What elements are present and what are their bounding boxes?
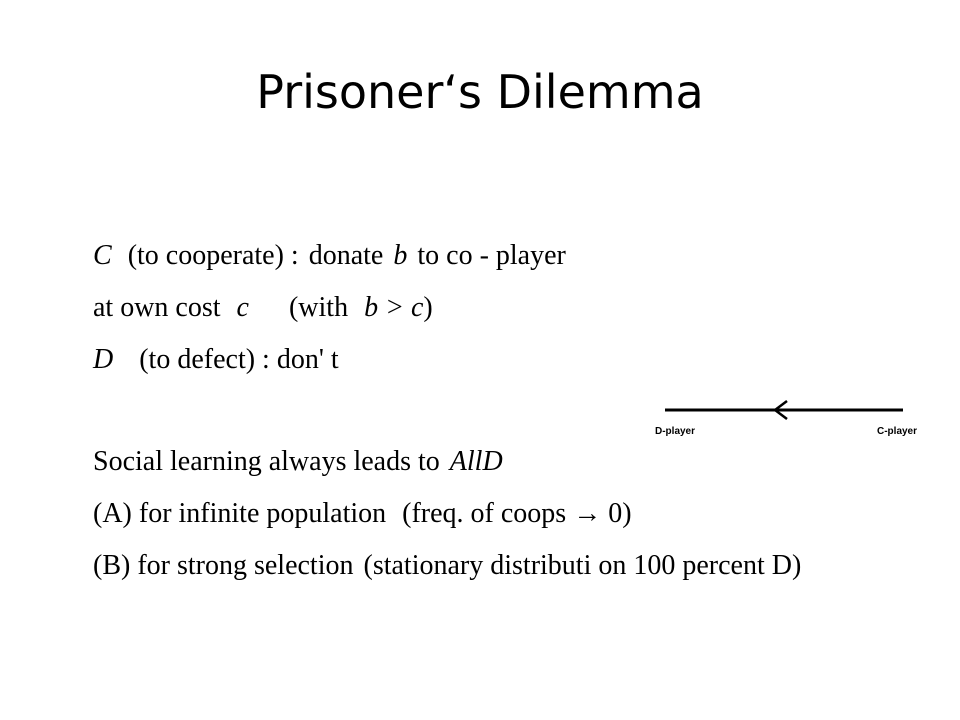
text-case-b: (B) for strong selection bbox=[93, 550, 354, 581]
symbol-d: D bbox=[93, 344, 114, 375]
text-donate: donate bbox=[308, 240, 384, 271]
line-infinite-population: (A) for infinite population (freq. of coo… bbox=[93, 494, 632, 534]
inequality-b-gt-c: b > c bbox=[364, 292, 424, 323]
text-social-learning: Social learning always leads to bbox=[93, 446, 440, 477]
text-at-own-cost: at own cost bbox=[93, 292, 221, 323]
text-stationary: (stationary distributi on 100 percent D) bbox=[363, 550, 802, 581]
line-defect: D (to defect) : don' t bbox=[93, 340, 339, 380]
label-c-player: C-player bbox=[877, 426, 918, 437]
arrow-left-icon bbox=[665, 400, 903, 420]
text-to-defect: (to defect) : don' t bbox=[139, 344, 339, 375]
text-close-paren: ) bbox=[423, 292, 433, 323]
line-own-cost: at own cost c (with b > c) bbox=[93, 288, 433, 328]
line-social-learning: Social learning always leads to AllD bbox=[93, 442, 503, 482]
text-case-a: (A) for infinite population bbox=[93, 498, 387, 529]
symbol-c-small: c bbox=[236, 292, 249, 323]
symbol-b: b bbox=[393, 240, 408, 271]
label-d-player: D-player bbox=[655, 426, 696, 437]
line-strong-selection: (B) for strong selection (stationary dist… bbox=[93, 546, 801, 586]
symbol-c: C bbox=[93, 240, 112, 271]
text-with: (with bbox=[288, 292, 349, 323]
text-to-coplayer: to co - player bbox=[417, 240, 566, 271]
symbol-alld: AllD bbox=[449, 446, 503, 477]
dynamics-diagram: D-player C-player bbox=[655, 395, 930, 445]
text-freq-coops: (freq. of coops → 0) bbox=[402, 498, 632, 529]
slide-title: Prisoner‘s Dilemma bbox=[256, 65, 704, 119]
text-to-cooperate: (to cooperate) : bbox=[127, 240, 299, 271]
